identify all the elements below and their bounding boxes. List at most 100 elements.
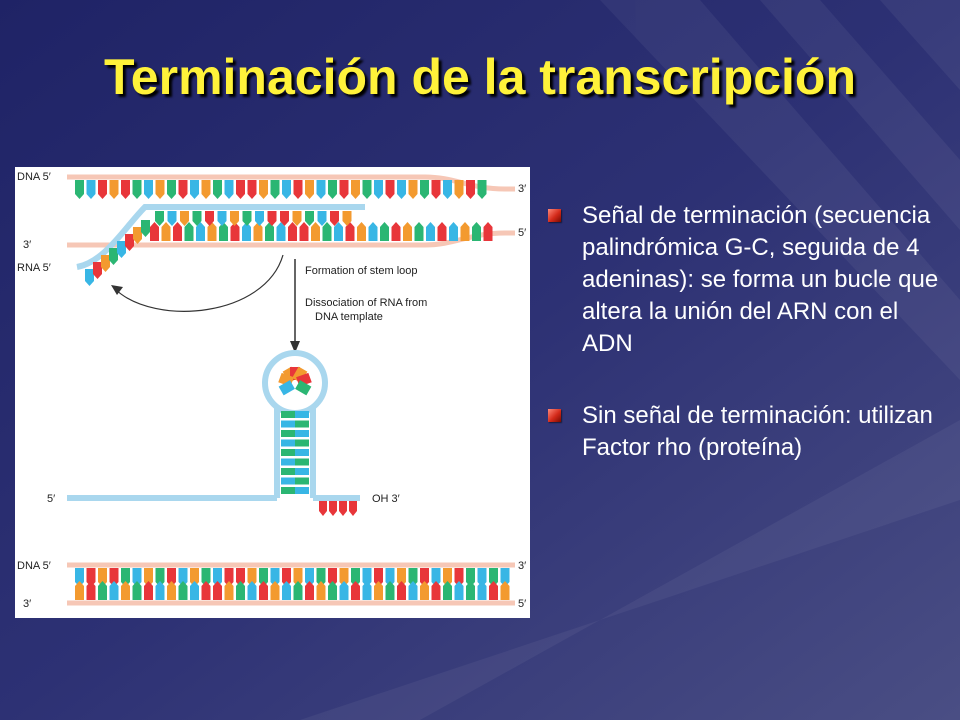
- nascent-rna-strand: [76, 204, 365, 270]
- nucleotide-base: [420, 568, 429, 587]
- nucleotide-base: [86, 568, 96, 587]
- nucleotide-base: [316, 180, 326, 199]
- nucleotide-base: [281, 458, 295, 466]
- nucleotide-base: [270, 568, 280, 587]
- nucleotide-base: [270, 180, 280, 199]
- nucleotide-base: [489, 581, 498, 600]
- bullet-text: Sin señal de terminación: utilizan Facto…: [582, 402, 933, 461]
- nucleotide-base: [385, 180, 395, 199]
- nucleotide-base: [281, 477, 295, 485]
- bullet-item: Sin señal de terminación: utilizan Facto…: [548, 400, 948, 464]
- nucleotide-base: [385, 581, 395, 600]
- nucleotide-base: [443, 180, 452, 199]
- nucleotide-base: [93, 262, 102, 279]
- nucleotide-base: [178, 180, 188, 199]
- nucleotide-base: [201, 180, 211, 199]
- nucleotide-base: [431, 180, 441, 199]
- nucleotide-base: [380, 222, 389, 241]
- nucleotide-base: [247, 568, 257, 587]
- nucleotide-base: [483, 222, 493, 241]
- nucleotide-base: [190, 568, 199, 587]
- nucleotide-base: [339, 568, 349, 587]
- nucleotide-base: [236, 568, 245, 587]
- figure-svg: DNA 5′ 3′ 3′ 5′ RNA 5′ Formation of stem…: [17, 171, 526, 610]
- nucleotide-base: [281, 487, 295, 494]
- nucleotide-base: [280, 211, 289, 226]
- nucleotide-base: [98, 568, 107, 587]
- nucleotide-base: [125, 234, 134, 251]
- nucleotide-base: [86, 581, 96, 600]
- bottom-dna-bases-upper: [75, 568, 510, 587]
- nucleotide-base: [397, 581, 406, 600]
- nucleotide-base: [329, 501, 337, 516]
- label-dna-5-bottom: DNA 5′: [17, 560, 51, 572]
- nucleotide-base: [472, 222, 481, 241]
- nucleotide-base: [477, 180, 487, 199]
- nucleotide-base: [75, 568, 84, 587]
- nucleotide-base: [132, 581, 142, 600]
- nucleotide-base: [178, 581, 188, 600]
- nucleotide-base: [213, 568, 222, 587]
- nucleotide-base: [167, 211, 177, 226]
- nucleotide-base: [334, 222, 343, 241]
- nucleotide-base: [144, 180, 153, 199]
- bullet-item: Señal de terminación (secuencia palindró…: [548, 200, 948, 360]
- label-3-top-right: 3′: [518, 183, 526, 195]
- nucleotide-base: [319, 501, 327, 516]
- nucleotide-base: [253, 222, 263, 241]
- nucleotide-base: [295, 420, 309, 428]
- nucleotide-base: [408, 581, 418, 600]
- top-dna-bases-lower: [150, 222, 493, 241]
- nucleotide-base: [75, 581, 84, 600]
- top-dna-bases-upper: [75, 180, 487, 199]
- nucleotide-base: [75, 180, 84, 199]
- nucleotide-base: [420, 180, 429, 199]
- nucleotide-base: [150, 222, 159, 241]
- nucleotide-base: [190, 180, 199, 199]
- nucleotide-base: [167, 180, 176, 199]
- nucleotide-base: [167, 568, 176, 587]
- nucleotide-base: [109, 568, 119, 587]
- nucleotide-base: [414, 222, 424, 241]
- nucleotide-base: [454, 180, 464, 199]
- nucleotide-base: [217, 211, 227, 226]
- loop-bases: [278, 366, 312, 396]
- nucleotide-base: [391, 222, 401, 241]
- nucleotide-base: [292, 211, 302, 226]
- nucleotide-base: [305, 211, 314, 226]
- nucleotide-base: [281, 411, 295, 418]
- nucleotide-base: [437, 222, 447, 241]
- nucleotide-base: [316, 581, 326, 600]
- nucleotide-base: [328, 568, 337, 587]
- nucleotide-base: [454, 581, 464, 600]
- label-hairpin-5: 5′: [47, 493, 55, 505]
- nucleotide-base: [397, 180, 406, 199]
- nucleotide-base: [500, 581, 510, 600]
- stem-base-pairs: [281, 411, 309, 494]
- nucleotide-base: [295, 380, 312, 396]
- nucleotide-base: [443, 568, 452, 587]
- nucleotide-base: [339, 501, 347, 516]
- nucleotide-base: [180, 211, 189, 226]
- nucleotide-base: [431, 581, 441, 600]
- nucleotide-base: [242, 211, 252, 226]
- nucleotide-base: [316, 568, 326, 587]
- label-3-bottom-right: 3′: [518, 560, 526, 572]
- nucleotide-base: [460, 222, 470, 241]
- nucleotide-base: [155, 180, 165, 199]
- label-3-top-left: 3′: [23, 239, 31, 251]
- step-formation-label: Formation of stem loop: [305, 265, 418, 277]
- nucleotide-base: [259, 568, 268, 587]
- nucleotide-base: [351, 581, 360, 600]
- nucleotide-base: [276, 222, 286, 241]
- nucleotide-base: [230, 211, 239, 226]
- tail-bases: [319, 501, 357, 516]
- nucleotide-base: [295, 458, 309, 466]
- transcription-termination-figure: DNA 5′ 3′ 3′ 5′ RNA 5′ Formation of stem…: [15, 167, 530, 618]
- nucleotide-base: [167, 581, 176, 600]
- step-dissociation-label-2: DNA template: [315, 311, 383, 323]
- nucleotide-base: [121, 581, 130, 600]
- bullet-square-icon: [548, 209, 561, 222]
- nucleotide-base: [121, 180, 130, 199]
- nucleotide-base: [255, 211, 264, 226]
